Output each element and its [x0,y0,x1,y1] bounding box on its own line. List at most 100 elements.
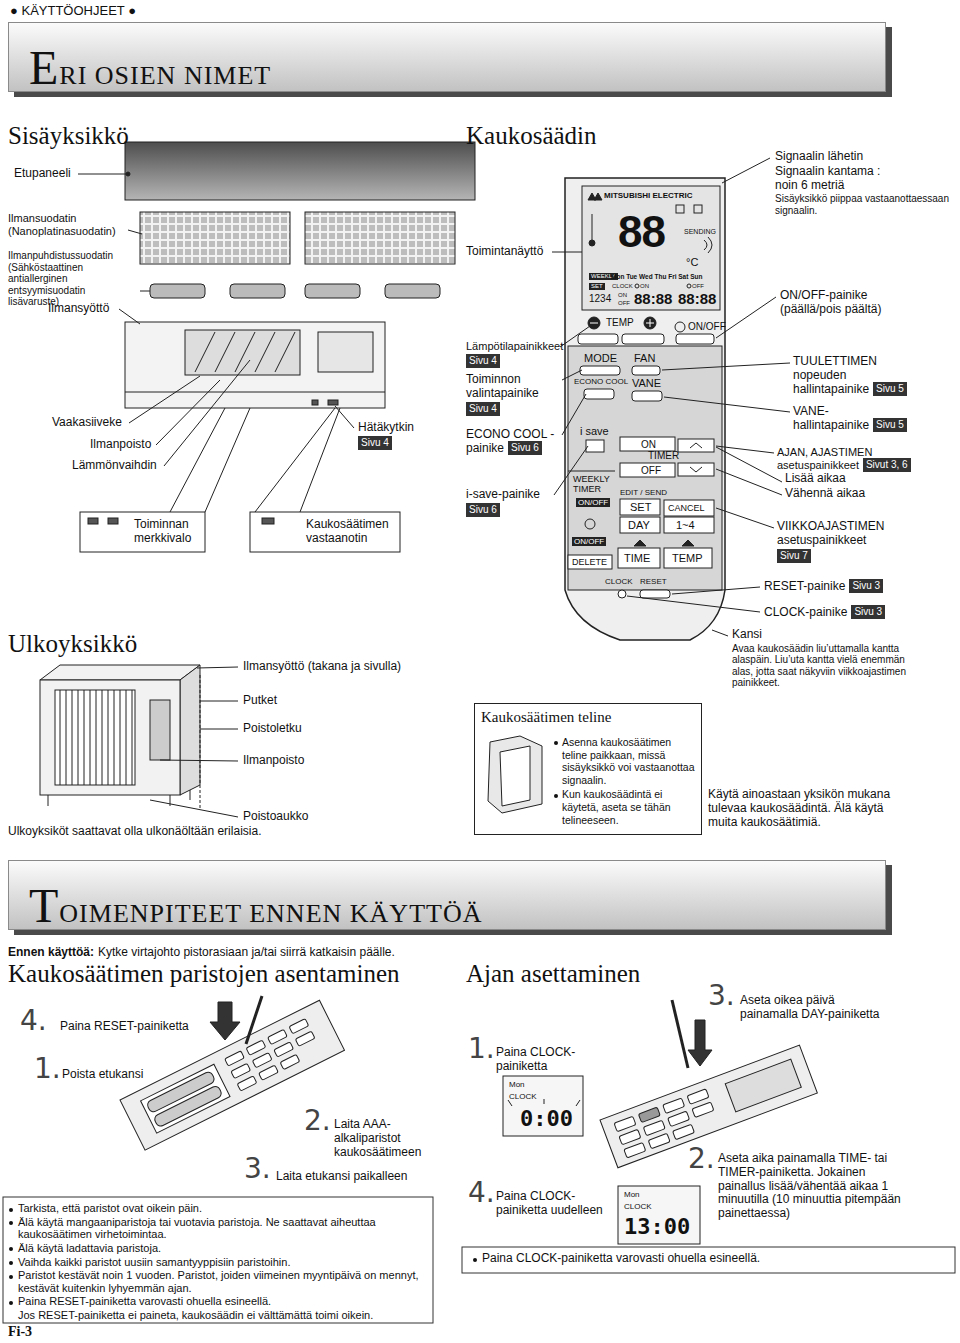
outdoor-unit-part [40,680,180,795]
label-text: Fi-3 [8,1324,32,1340]
display-digits: 13:00 [624,1214,690,1239]
clock-illustration-part-part [648,1133,670,1148]
label-text: ON [618,292,627,299]
label-text: Ilmanpoisto [90,438,151,452]
remote-control-part [620,463,675,477]
label-text: °C [686,256,698,269]
battery-illustration-part-part [274,1042,294,1057]
note-frame [3,1197,955,1323]
step-number: 3. [708,981,735,1012]
label-text: Hätäkytkin [358,421,414,435]
clock-illustration-part-part [668,1111,690,1126]
label-text: DAY [628,519,650,532]
remote-control-part [634,540,694,546]
bullet-note: Tarkista, että paristot ovat oikein päin… [8,1202,438,1215]
label-text: CLOCK-painike [764,606,847,620]
remote-control-part [678,439,714,452]
clock-illustration-part-part [673,1124,695,1139]
leader-line-part [88,518,98,524]
section-heading: Ajan asettaminen [466,960,640,989]
title-band: TOIMENPITEET ENNEN KÄYTTÖÄ [8,860,886,930]
page-badge: Sivu 7 [777,549,811,563]
label-text: Ilmansyöttö (takana ja sivulla) [243,660,401,674]
page-badge: Sivu 3 [849,579,883,593]
note-frame-part [462,1247,955,1273]
battery-illustration-part-part [295,1031,315,1046]
leader-line-part [716,469,782,495]
label-text: OFF [692,283,704,290]
leader-line-part [170,408,250,512]
page-badge: Sivu 6 [508,441,542,455]
leader-line-part [712,630,728,636]
display-tag: ON/OFF [576,498,610,507]
leader-line-part [722,158,770,183]
battery-illustration-part-part [289,1019,309,1034]
remote-control-part [586,440,604,452]
page-badge: Sivu 5 [873,382,907,396]
label-text: Signaalin kantama : noin 6 metriä [775,165,890,193]
label-text: 1234 [589,293,611,305]
remote-control-part [584,389,614,399]
label-text: ON [641,439,656,451]
label-text: Käytä ainoastaan yksikön mukana tulevaa … [708,788,893,829]
label-text: i save [580,425,609,438]
outdoor-unit-part [55,690,135,785]
leader-line-part [262,518,274,524]
clock-illustration-part [672,1000,688,1068]
page-badge: Sivut 3, 6 [863,458,911,472]
box-heading: Kaukosäätimen teline [481,709,611,726]
badge-text: Sivu 7 [780,550,808,561]
indoor-unit-part [125,392,385,393]
outdoor-unit-part [200,675,201,810]
label-text: Kytke virtajohto pistorasiaan ja/tai sii… [98,946,395,960]
label-text: Toimintanäyttö [466,245,543,259]
label-text: WEEKLY TIMER [573,474,613,495]
section-heading: Sisäyksikkö [8,122,129,151]
remote-control-part [588,317,600,329]
clock-illustration-part-part [687,1089,709,1104]
outdoor-unit-part [60,690,132,785]
leader-line [78,172,400,552]
remote-control-part [622,334,664,344]
bullet-note: Älä käytä mangaaniparistoja tai vuotavia… [8,1216,438,1241]
label-text: SET [630,501,651,514]
remote-control-part [676,205,684,213]
label-text: Aseta oikea päivä painamalla DAY-painike… [740,994,880,1022]
indoor-unit-part [150,284,205,298]
remote-control-part [580,366,620,375]
indoor-unit-part [305,284,360,298]
indoor-unit-part [385,284,440,298]
display-tag: SET [589,283,605,290]
remote-holder-part [488,736,542,813]
leader-line-part [140,291,150,292]
page-badge: Sivu 5 [873,418,907,432]
battery-illustration-part-part [225,1051,245,1066]
battery-illustration-part-part [259,1065,279,1080]
label-text: Toiminnon valintapainike [466,373,561,401]
label-text: Toiminnan merkkivalo [134,518,204,546]
indoor-unit-part [312,400,318,405]
indoor-unit-part [125,322,385,408]
leader-line-part [80,512,205,552]
label-text: Mon [509,1080,525,1089]
battery-illustration-part-part [246,1040,266,1055]
leader-line-part [716,508,774,528]
outdoor-unit-part [40,665,200,680]
step-number: 2. [304,1106,331,1137]
remote-control-part [578,334,618,344]
label-text: Paina CLOCK-painiketta [496,1046,606,1074]
remote-control-part [664,548,712,568]
label-text: Etupaneeli [14,167,71,181]
label-text: CLOCK [509,1092,537,1101]
label-text: SENDING [684,228,716,236]
leader-line-part [250,512,400,552]
label-text: MITSUBISHI ELECTRIC [604,191,692,200]
badge-text: Sivu 3 [854,606,882,617]
label-text: DELETE [572,557,607,567]
label-text: TEMP [672,552,703,565]
label-text: RESET-painike [764,580,845,594]
remote-control-part [635,284,639,288]
label-text: Lämpötilapainikkeet [466,340,563,353]
leader-line-part [78,174,128,175]
